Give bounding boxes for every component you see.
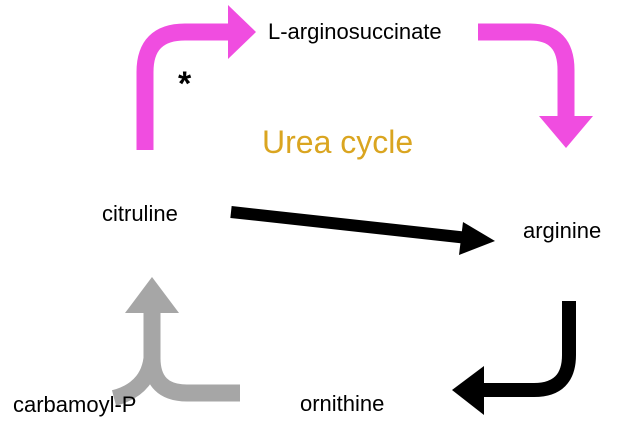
arrow-branch-carbamoyl-p bbox=[111, 349, 160, 406]
node-arginine: arginine bbox=[523, 218, 601, 243]
arrow-shaft bbox=[143, 312, 240, 402]
arrow-shaft bbox=[478, 23, 575, 120]
arrow-citruline-to-arginine bbox=[230, 206, 495, 255]
arrow-arginine-to-ornithine bbox=[452, 301, 576, 415]
arrow-head bbox=[539, 116, 593, 148]
arrow-head bbox=[459, 222, 495, 255]
node-carbamoyl-p: carbamoyl-P bbox=[13, 392, 136, 417]
arrow-shaft bbox=[230, 206, 469, 244]
node-ornithine: ornithine bbox=[300, 391, 384, 416]
arrow-shaft bbox=[482, 301, 576, 397]
asterisk-marker: * bbox=[178, 65, 192, 103]
arrow-citruline-to-arginosuccinate bbox=[136, 5, 256, 150]
arrow-shaft bbox=[136, 23, 230, 150]
arrow-arginosuccinate-to-arginine bbox=[478, 23, 593, 148]
arrow-ornithine-to-citruline bbox=[111, 277, 240, 406]
diagram-title: Urea cycle bbox=[262, 124, 413, 160]
node-citruline: citruline bbox=[102, 201, 178, 226]
node-l-arginosuccinate: L-arginosuccinate bbox=[268, 19, 442, 44]
arrow-head bbox=[228, 5, 256, 59]
arrow-head bbox=[452, 366, 484, 415]
arrow-head bbox=[125, 277, 179, 313]
